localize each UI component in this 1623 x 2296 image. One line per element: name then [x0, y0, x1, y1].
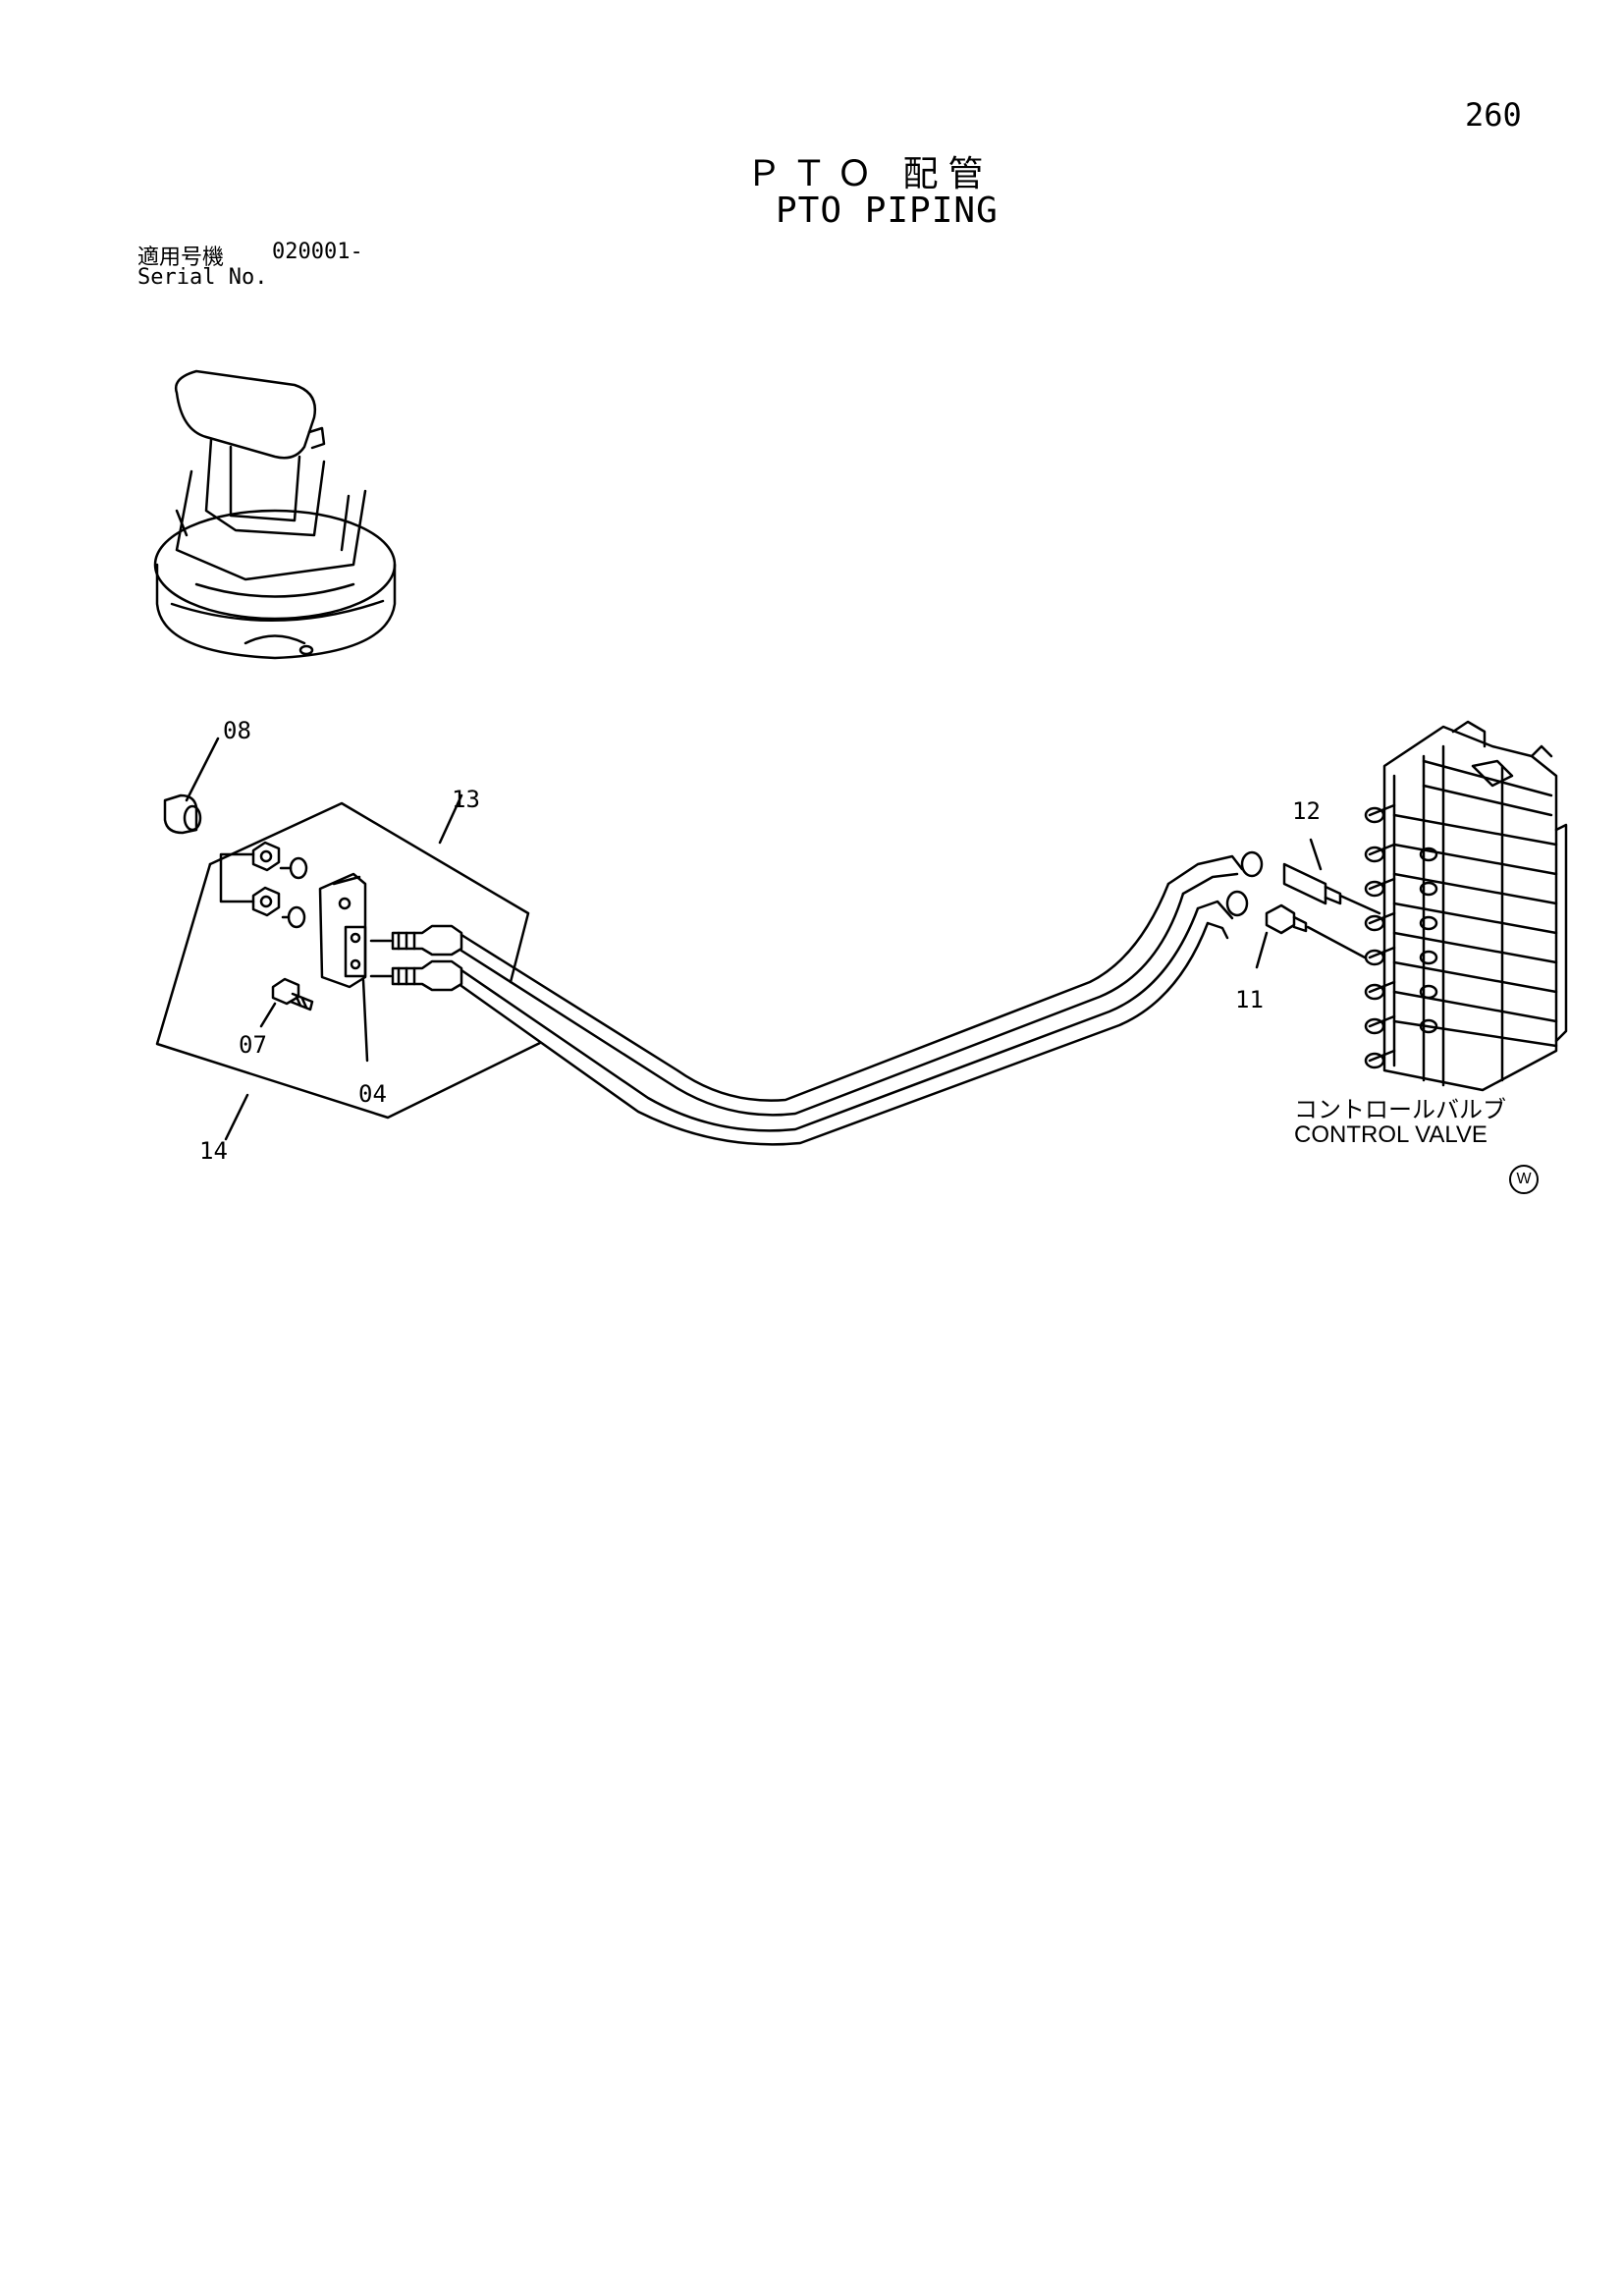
- nuts-and-washers: [219, 841, 308, 929]
- callout-13: 13: [452, 786, 480, 813]
- hoses: [460, 854, 1244, 1146]
- part-07-bolt: [259, 977, 314, 1028]
- callout-14: 14: [199, 1137, 228, 1165]
- circled-w-mark: W: [1509, 1165, 1539, 1194]
- control-valve-label-japanese: コントロールバルブ: [1294, 1096, 1506, 1123]
- callout-08: 08: [223, 717, 251, 744]
- callout-12: 12: [1292, 797, 1321, 825]
- callout-11: 11: [1235, 986, 1264, 1013]
- part-04-bracket: [318, 872, 369, 1063]
- machine-overview-illustration: [153, 369, 397, 660]
- assembly-13-outline: [208, 801, 530, 984]
- hose-fittings-left: [369, 924, 463, 992]
- page-number: 260: [1465, 96, 1522, 134]
- serial-range: 020001-: [272, 240, 363, 264]
- serial-label-japanese: 適用号機: [137, 246, 225, 270]
- serial-label-english: Serial No.: [137, 265, 268, 290]
- callout-04: 04: [358, 1080, 387, 1108]
- adapters-11-12: [1225, 838, 1381, 969]
- part-08-cap: [163, 737, 220, 835]
- title-english: PTO PIPING: [776, 191, 999, 231]
- title-japanese: ＰＴＯ 配管: [746, 154, 994, 194]
- control-valve-illustration: [1364, 720, 1568, 1092]
- control-valve-label-english: CONTROL VALVE: [1294, 1121, 1488, 1148]
- callout-07: 07: [239, 1031, 267, 1059]
- assembly-14-outline: [155, 862, 542, 1120]
